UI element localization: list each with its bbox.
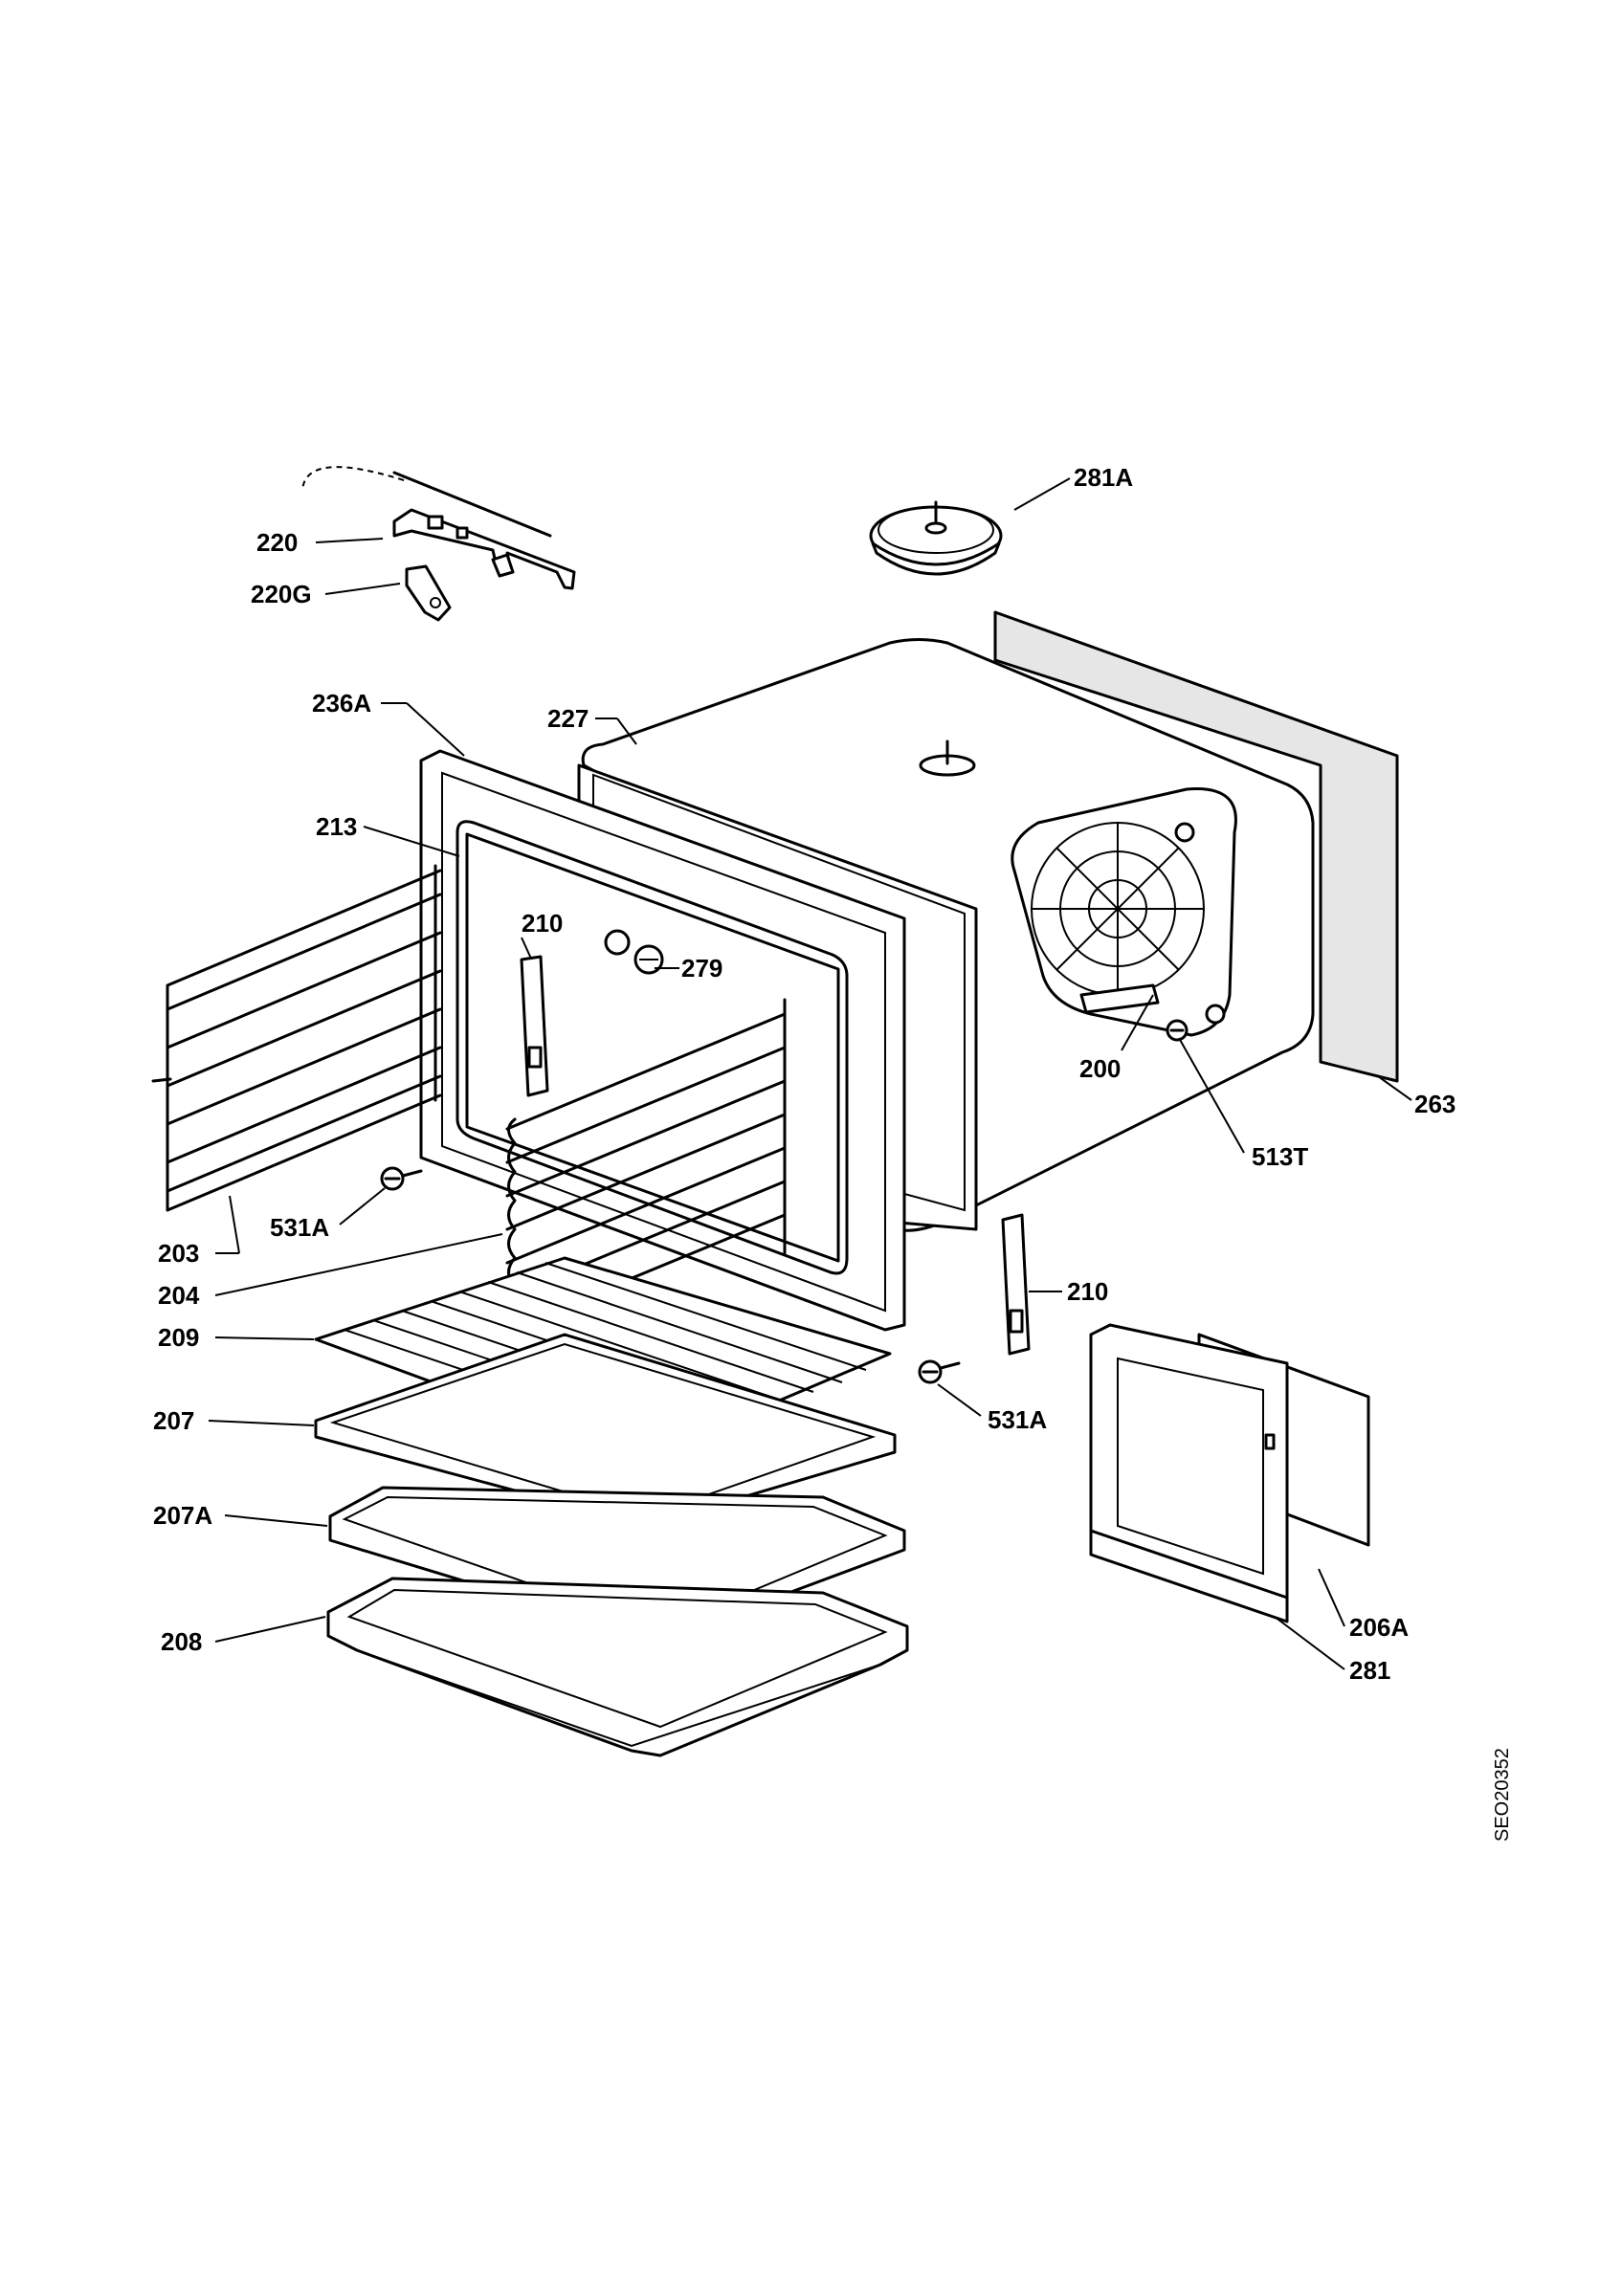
label-281A-top: 281A bbox=[1074, 463, 1133, 492]
label-207: 207 bbox=[153, 1406, 194, 1435]
label-281: 281 bbox=[1349, 1656, 1390, 1685]
label-207A: 207A bbox=[153, 1501, 212, 1530]
tray-207 bbox=[314, 1333, 897, 1528]
label-531A-right: 531A bbox=[988, 1405, 1047, 1434]
fan-cover-281A bbox=[869, 500, 1003, 576]
label-204: 204 bbox=[158, 1281, 200, 1310]
leader-lines bbox=[208, 477, 1412, 1670]
shelf-support-204 bbox=[505, 998, 787, 1346]
label-206A: 206A bbox=[1349, 1613, 1409, 1642]
drawing-code: SEO20352 bbox=[1492, 1748, 1513, 1842]
baking-pan-208 bbox=[326, 1577, 909, 1757]
label-220: 220 bbox=[256, 528, 298, 557]
insulation-263 bbox=[993, 610, 1399, 1083]
fan-cover-frame-281 bbox=[1089, 1323, 1370, 1623]
label-513T: 513T bbox=[1252, 1142, 1308, 1171]
door-seal-213 bbox=[455, 820, 849, 1275]
label-220G: 220G bbox=[251, 580, 312, 608]
shelf-support-203 bbox=[151, 864, 442, 1212]
label-236A: 236A bbox=[312, 689, 371, 718]
lamp-279 bbox=[604, 929, 664, 975]
label-213: 213 bbox=[316, 812, 357, 841]
label-209: 209 bbox=[158, 1323, 199, 1352]
label-531A-left: 531A bbox=[270, 1213, 329, 1242]
label-210-left: 210 bbox=[522, 909, 563, 938]
label-203: 203 bbox=[158, 1239, 199, 1268]
bracket-220 bbox=[301, 466, 576, 590]
label-227: 227 bbox=[547, 704, 589, 733]
side-guide-210-left bbox=[520, 955, 549, 1097]
part-labels: 281A 220 220G 236A 227 213 210 279 200 2… bbox=[153, 463, 1513, 1842]
label-263: 263 bbox=[1414, 1090, 1455, 1118]
screw-531A-right bbox=[918, 1359, 961, 1384]
side-guide-210-right bbox=[1001, 1213, 1031, 1356]
label-200: 200 bbox=[1079, 1054, 1121, 1083]
label-210-right: 210 bbox=[1067, 1277, 1108, 1306]
screw-531A-left bbox=[380, 1166, 423, 1191]
label-279: 279 bbox=[681, 954, 722, 982]
label-208: 208 bbox=[161, 1627, 202, 1656]
clip-220G bbox=[405, 564, 452, 622]
